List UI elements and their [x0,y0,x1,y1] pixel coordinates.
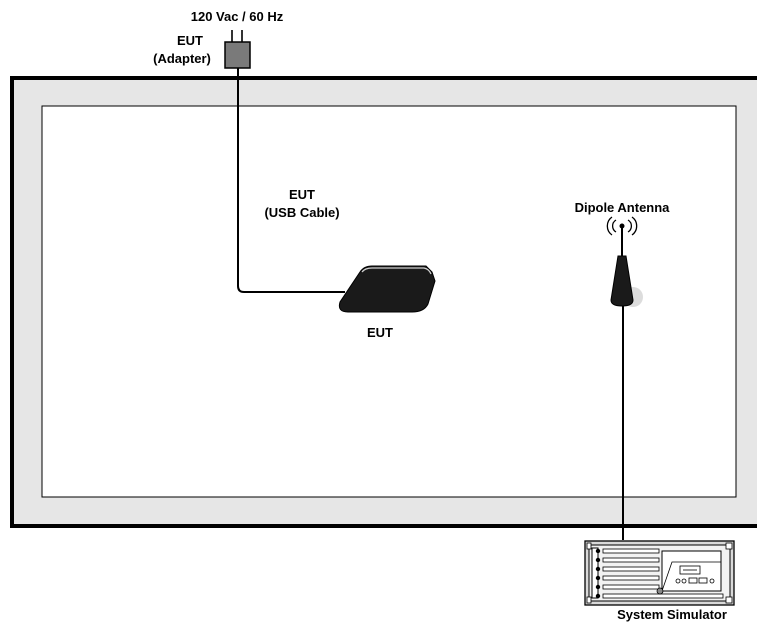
simulator-label: System Simulator [617,607,727,622]
adapter-icon [224,30,251,69]
usb-cable-label-line1: EUT [289,187,315,202]
usb-cable [237,68,345,293]
dipole-antenna-icon [606,216,643,307]
adapter-label-line2: (Adapter) [153,51,211,66]
power-label: 120 Vac / 60 Hz [191,9,284,24]
modem-device-icon [338,265,436,313]
usb-cable-label-line2: (USB Cable) [264,205,339,220]
adapter-label-line1: EUT [177,33,203,48]
antenna-label: Dipole Antenna [575,200,671,215]
eut-label: EUT [367,325,393,340]
system-simulator-rack-icon [584,540,735,606]
